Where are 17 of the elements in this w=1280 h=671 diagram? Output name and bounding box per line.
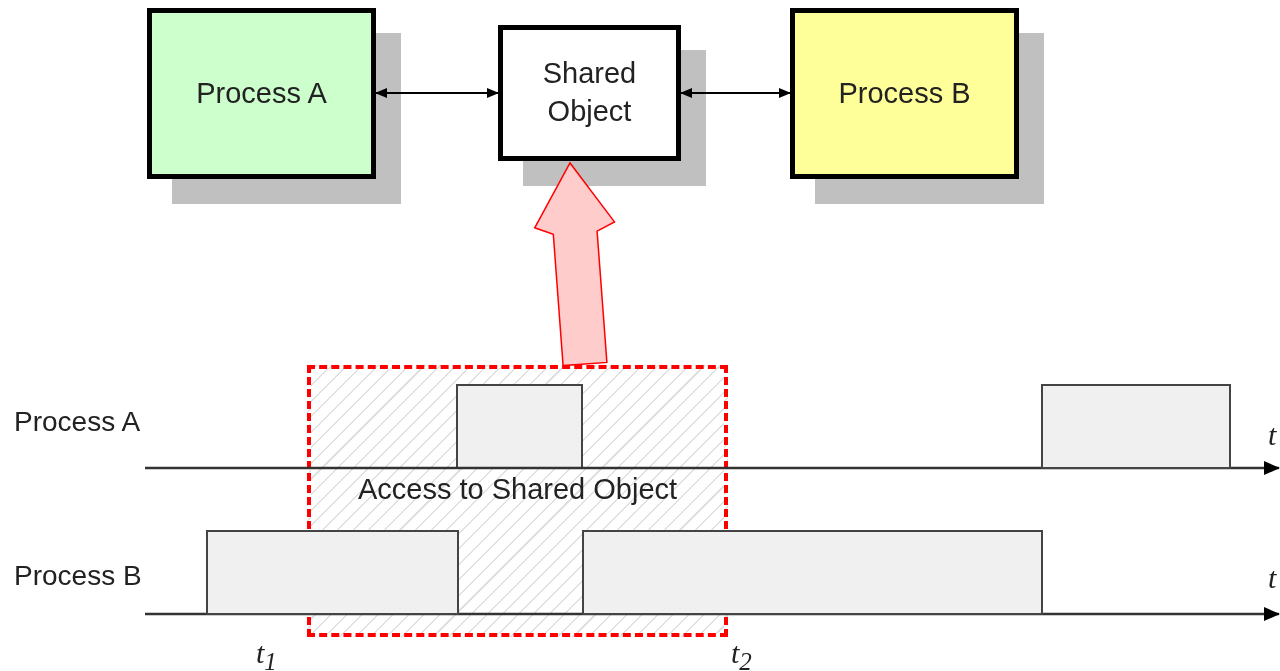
activity-bar	[206, 530, 459, 615]
time-axis-label: t	[1268, 418, 1277, 452]
double-arrow	[680, 88, 791, 98]
time-marker-label: t$_{2}$	[731, 636, 752, 671]
double-arrow	[375, 88, 499, 98]
block-arrow	[533, 161, 616, 367]
activity-bar	[456, 384, 583, 469]
row-label: Process B	[14, 560, 142, 592]
shared-object-box: Shared Object	[498, 25, 681, 161]
time-axis-label: t	[1268, 561, 1277, 595]
access-region: Access to Shared Object	[307, 365, 728, 637]
process-box: Process A	[147, 8, 376, 179]
activity-bar	[582, 530, 1043, 615]
process-box: Process B	[790, 8, 1019, 179]
activity-bar	[1041, 384, 1231, 469]
row-label: Process A	[14, 406, 141, 438]
time-marker-label: t$_{1}$	[256, 636, 277, 671]
